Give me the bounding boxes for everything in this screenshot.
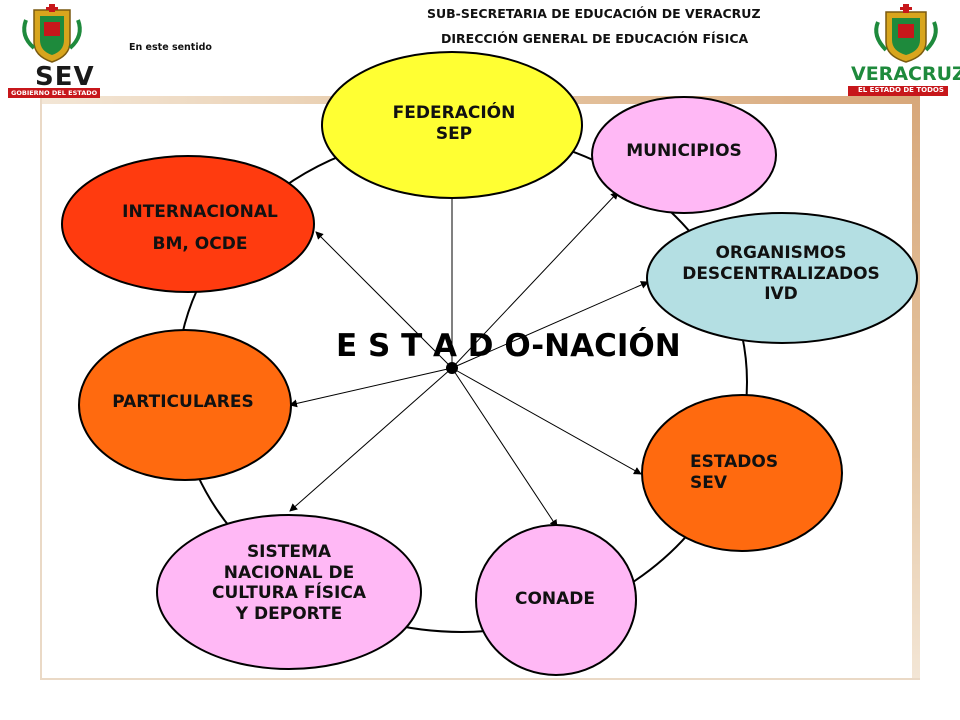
arrow-to-sistema (289, 367, 453, 512)
node-label-organismos: ORGANISMOS DESCENTRALIZADOS IVD (682, 243, 880, 305)
node-label-conade: CONADE (514, 589, 596, 609)
node-sistema (156, 514, 422, 670)
node-municipios (591, 96, 777, 214)
node-label-municipios: MUNICIPIOS (626, 141, 742, 161)
arrow-to-conade (451, 367, 558, 528)
arrow-to-particulares (289, 367, 453, 408)
frame-left-border (40, 96, 42, 680)
right-logo-caption: VERACRUZ (851, 63, 960, 85)
node-label-internacional: INTERNACIONAL BM, OCDE (122, 202, 278, 255)
node-label-estados: ESTADOS SEV (690, 452, 779, 493)
arrow-to-organismos (451, 281, 649, 369)
left-logo-subcaption: GOBIERNO DEL ESTADO (8, 88, 101, 98)
arrow-to-internacional (315, 231, 453, 369)
node-internacional (61, 155, 315, 293)
header-line-1: SUB-SECRETARIA DE EDUCACIÓN DE VERACRUZ (427, 6, 761, 21)
connector-arrows (289, 189, 649, 528)
center-title: E S T A D O-NACIÓN (336, 328, 681, 364)
node-label-sistema: SISTEMA NACIONAL DE CULTURA FÍSICA Y DEP… (211, 542, 366, 625)
node-conade (475, 524, 637, 676)
header-note: En este sentido (129, 42, 212, 53)
node-organismos (646, 212, 918, 344)
frame-bottom-border (40, 678, 920, 680)
node-label-particulares: PARTICULARES (112, 392, 254, 412)
header-line-2: DIRECCIÓN GENERAL DE EDUCACIÓN FÍSICA (441, 31, 749, 46)
left-logo-caption: SEV (35, 62, 95, 92)
arrow-to-estados (451, 367, 642, 475)
node-particulares (78, 329, 292, 481)
frame-right-border (912, 96, 920, 680)
arrow-to-municipios (451, 191, 619, 369)
node-label-federacion: FEDERACIÓN SEP (392, 103, 516, 144)
right-logo-subcaption: EL ESTADO DE TODOS (858, 86, 944, 94)
center-hub (446, 362, 458, 374)
node-federacion (321, 51, 583, 199)
node-estados (641, 394, 843, 552)
